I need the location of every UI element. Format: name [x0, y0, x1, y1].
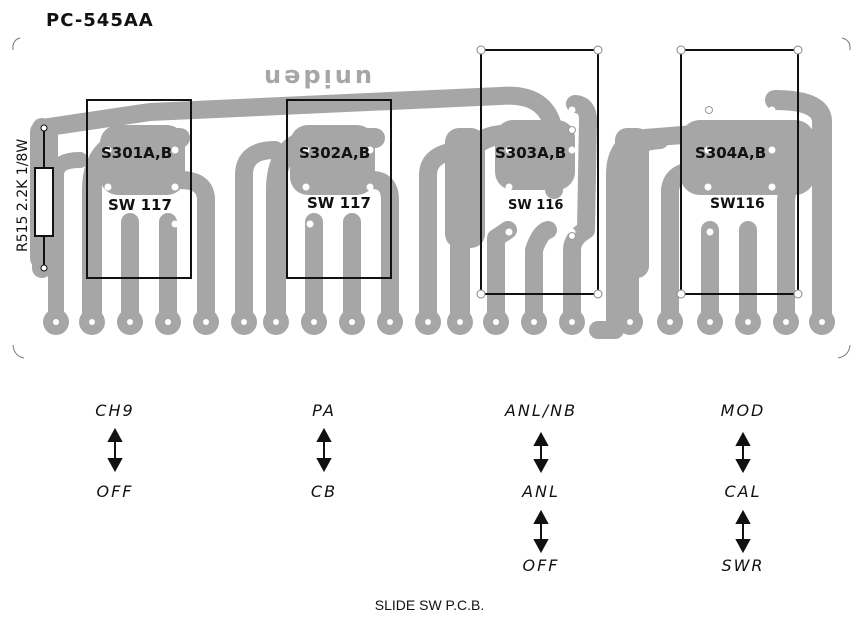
arrow-1	[107, 427, 123, 473]
diagram-caption: SLIDE SW P.C.B.	[374, 597, 485, 613]
switch-1-ref: S301A,B	[101, 144, 172, 162]
function-1-bottom: OFF	[97, 482, 134, 501]
arrow-4b	[735, 509, 751, 554]
arrow-4a	[735, 431, 751, 474]
copper-pads	[30, 120, 815, 278]
switch-2-type: SW 117	[307, 194, 371, 212]
arrow-2	[316, 427, 332, 473]
function-3-top: ANL/NB	[504, 401, 577, 420]
function-2-top: PA	[312, 401, 336, 420]
function-3-middle: ANL	[521, 482, 560, 501]
switch-3-type: SW 116	[508, 198, 563, 213]
arrow-3a	[533, 431, 549, 474]
resistor-r515	[34, 124, 54, 272]
switch-4-ref: S304A,B	[695, 144, 766, 162]
brand-logo: uniden	[261, 64, 372, 92]
board-id: PC-545AA	[46, 10, 154, 31]
switch-3-ref: S303A,B	[495, 144, 566, 162]
function-4-top: MOD	[721, 401, 766, 420]
switch-arrows	[107, 427, 751, 554]
switch-2-ref: S302A,B	[299, 144, 370, 162]
switch-mount-holes	[476, 45, 803, 299]
switch-4-type: SW116	[710, 196, 765, 212]
function-2-bottom: CB	[311, 482, 337, 501]
open-holes	[568, 106, 713, 240]
function-4-bottom: SWR	[721, 556, 764, 575]
board-outline	[12, 37, 851, 359]
function-3-bottom: OFF	[523, 556, 560, 575]
function-1-top: CH9	[95, 401, 134, 420]
edge-connector	[43, 309, 835, 335]
arrow-3b	[533, 509, 549, 554]
function-4-middle: CAL	[724, 482, 761, 501]
resistor-label: R515 2.2K 1/8W	[15, 139, 31, 252]
switch-1-type: SW 117	[108, 196, 172, 214]
switch-outlines	[86, 49, 799, 295]
